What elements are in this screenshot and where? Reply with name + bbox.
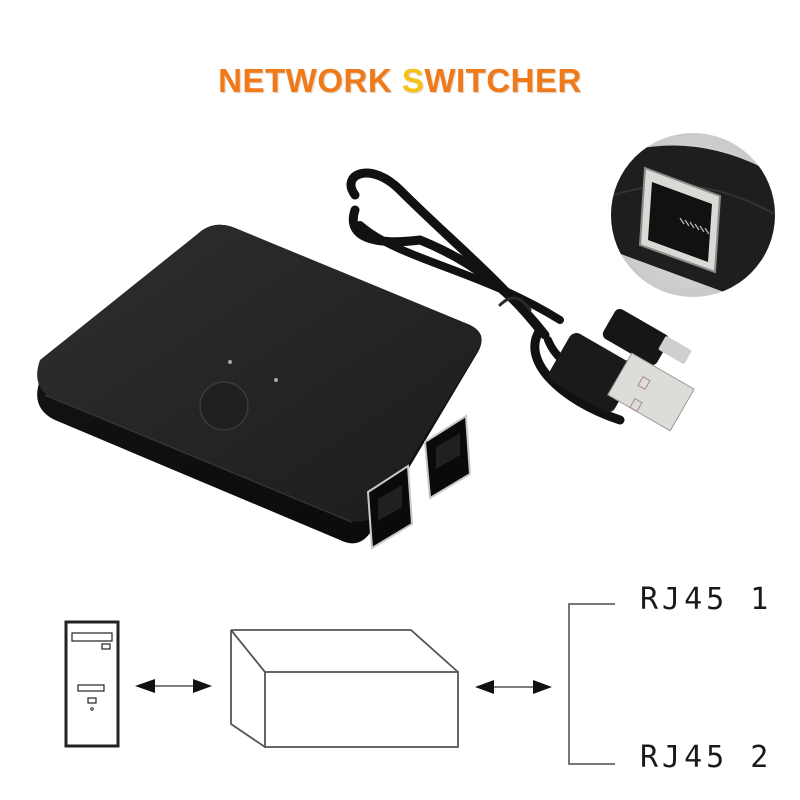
rj45-port-1 — [423, 414, 472, 500]
micro-usb-plug — [602, 308, 692, 366]
product-photo — [37, 133, 775, 550]
page-title: NETWORK SWITCHER — [0, 62, 800, 100]
connection-diagram — [64, 603, 615, 765]
led-1 — [228, 360, 232, 364]
rj45-port-2 — [366, 464, 414, 550]
bidirectional-arrow-1 — [135, 679, 212, 693]
output-bracket — [568, 603, 615, 765]
led-2 — [274, 378, 278, 382]
switch-button[interactable] — [199, 381, 249, 431]
pc-tower-icon — [64, 620, 120, 748]
title-part-1: NETWORK — [218, 62, 402, 99]
rj45-port-closeup — [611, 133, 775, 297]
bidirectional-arrow-2 — [475, 680, 552, 694]
output-label-rj45-1: RJ45 1 — [640, 582, 773, 617]
output-label-rj45-2: RJ45 2 — [640, 740, 773, 775]
title-highlight: S — [401, 62, 425, 99]
network-switcher-box — [37, 224, 482, 544]
usb-a-plug — [548, 333, 695, 432]
title-part-2: WITCHER — [424, 62, 582, 99]
switch-box-outline — [230, 629, 459, 748]
